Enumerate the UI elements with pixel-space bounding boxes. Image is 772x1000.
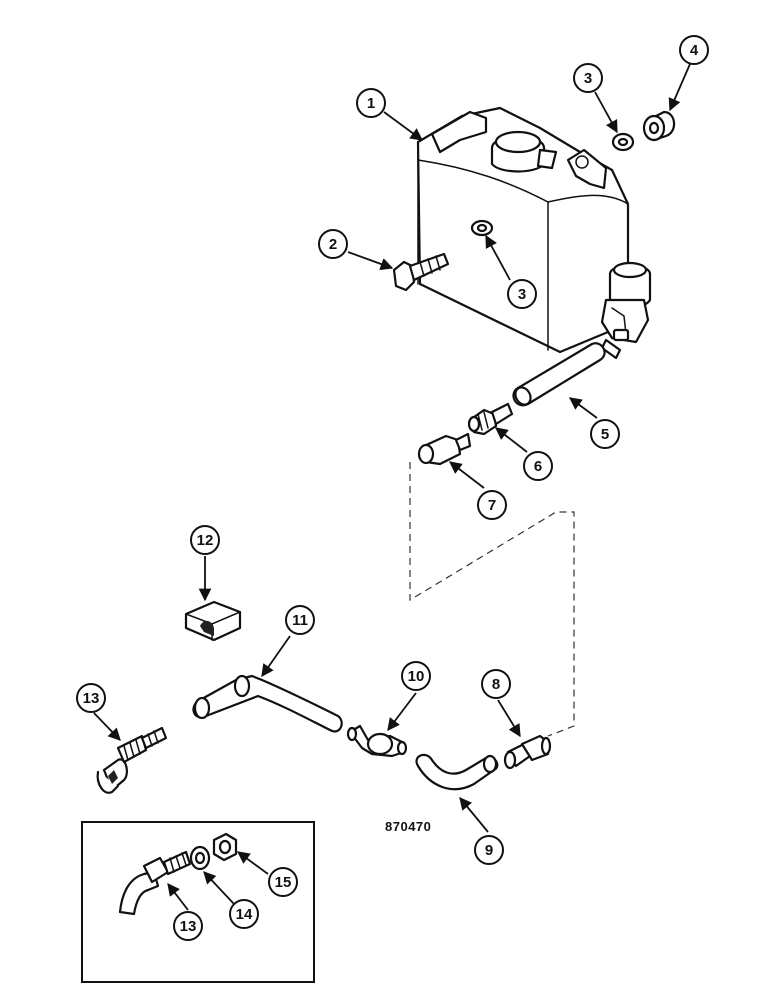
hose-bent bbox=[192, 674, 343, 733]
callout-14: 14 bbox=[229, 899, 259, 929]
callout-number: 1 bbox=[367, 95, 375, 112]
callout-12: 12 bbox=[190, 525, 220, 555]
callout-13-inset: 13 bbox=[173, 911, 203, 941]
callout-number: 8 bbox=[492, 676, 500, 693]
callout-number: 3 bbox=[518, 286, 526, 303]
callout-number: 5 bbox=[601, 426, 609, 443]
callout-number: 13 bbox=[180, 918, 197, 935]
callout-number: 12 bbox=[197, 532, 214, 549]
callout-11: 11 bbox=[285, 605, 315, 635]
union-connector bbox=[503, 734, 552, 770]
hose-short bbox=[512, 342, 606, 407]
inset-detail bbox=[81, 821, 315, 983]
callout-6: 6 bbox=[523, 451, 553, 481]
callout-number: 9 bbox=[485, 842, 493, 859]
callout-10: 10 bbox=[401, 661, 431, 691]
mounting-bolt bbox=[392, 252, 450, 292]
callout-8: 8 bbox=[481, 669, 511, 699]
callout-number: 14 bbox=[236, 906, 253, 923]
t-connector bbox=[346, 724, 408, 758]
hose-connector bbox=[467, 402, 514, 436]
callout-number: 10 bbox=[408, 668, 425, 685]
drawing-code: 870470 bbox=[385, 819, 431, 834]
hose-curved bbox=[415, 753, 499, 791]
callout-3-top: 3 bbox=[573, 63, 603, 93]
callout-number: 11 bbox=[292, 612, 308, 629]
callout-number: 13 bbox=[83, 690, 100, 707]
pump-cap bbox=[642, 110, 676, 142]
callout-number: 2 bbox=[329, 236, 337, 253]
callout-9: 9 bbox=[474, 835, 504, 865]
washer-jet bbox=[96, 726, 168, 794]
callout-number: 3 bbox=[584, 70, 592, 87]
callout-number: 4 bbox=[690, 42, 699, 59]
callout-15: 15 bbox=[268, 867, 298, 897]
washer-upper bbox=[611, 132, 635, 152]
callout-1: 1 bbox=[356, 88, 386, 118]
callout-5: 5 bbox=[590, 419, 620, 449]
washer-reservoir bbox=[416, 106, 652, 360]
callout-4: 4 bbox=[679, 35, 709, 65]
adaptor bbox=[417, 432, 472, 466]
callout-number: 6 bbox=[534, 458, 542, 475]
routing-lines bbox=[409, 462, 575, 737]
callout-13-main: 13 bbox=[76, 683, 106, 713]
inset-nut bbox=[212, 832, 238, 862]
inset-jet bbox=[118, 850, 192, 916]
hose-clip bbox=[184, 600, 242, 642]
callout-number: 7 bbox=[488, 497, 496, 514]
leader-lines bbox=[93, 63, 691, 911]
callout-number: 15 bbox=[275, 874, 292, 891]
callout-3-side: 3 bbox=[507, 279, 537, 309]
filler-cap bbox=[490, 130, 558, 173]
callout-7: 7 bbox=[477, 490, 507, 520]
callout-2: 2 bbox=[318, 229, 348, 259]
inset-washer bbox=[189, 845, 211, 871]
washer-pump bbox=[600, 261, 652, 360]
